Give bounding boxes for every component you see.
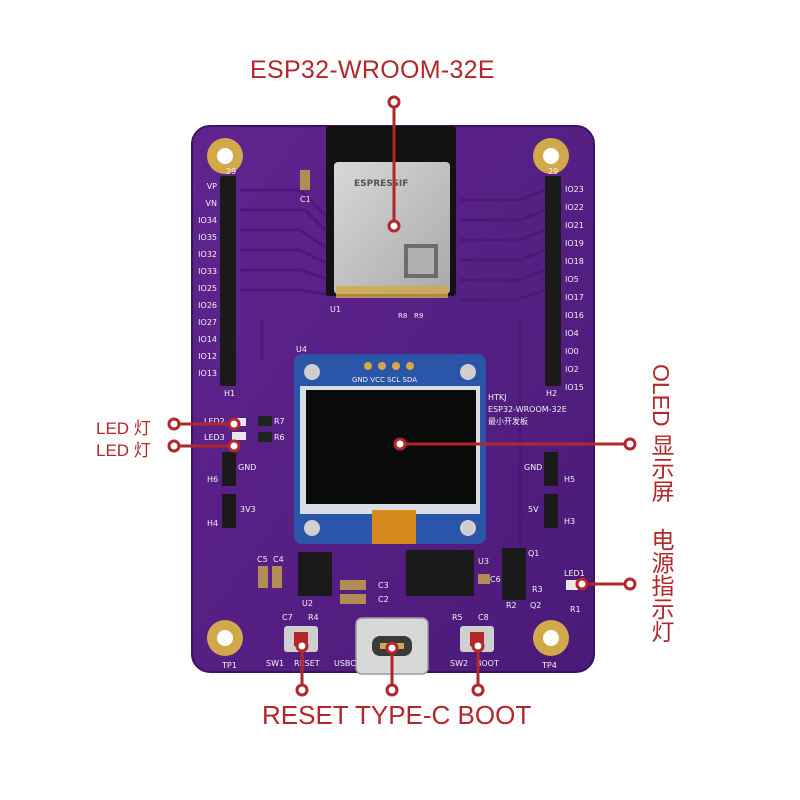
power-indicator-callout-label: 电源指示灯 bbox=[648, 528, 674, 643]
board-title-line: ESP32-WROOM-32E bbox=[488, 405, 567, 414]
led2-label: LED2 bbox=[204, 417, 225, 426]
h3-label: H3 bbox=[564, 517, 575, 526]
right-pin-label: IO0 bbox=[565, 347, 579, 356]
header-top-mark-left: 29 bbox=[226, 167, 236, 176]
h6-gnd-label: GND bbox=[238, 463, 256, 472]
r3-label: R3 bbox=[532, 585, 543, 594]
sw1-label: SW1 bbox=[266, 659, 284, 668]
bottom-row-callout-label: RESET TYPE-C BOOT bbox=[262, 700, 532, 730]
module-brand: ESPRESSIF bbox=[354, 179, 408, 189]
right-pin-label: IO2 bbox=[565, 365, 579, 374]
left-pin-label: IO33 bbox=[198, 267, 217, 276]
boot-label: BOOT bbox=[476, 659, 499, 668]
r5-label: R5 bbox=[452, 613, 463, 622]
board-title-line: 最小开发板 bbox=[488, 416, 528, 426]
c2-label: C2 bbox=[378, 595, 389, 604]
led-callout-label: LED 灯 bbox=[96, 441, 151, 460]
right-pin-label: IO17 bbox=[565, 293, 584, 302]
q2-label: Q2 bbox=[530, 601, 541, 610]
callout-leaders bbox=[174, 102, 630, 690]
led-callout-label: LED 灯 bbox=[96, 419, 151, 438]
left-pin-label: IO25 bbox=[198, 284, 217, 293]
u3-label: U3 bbox=[478, 557, 489, 566]
right-pin-label: IO5 bbox=[565, 275, 579, 284]
callout-dot-icon bbox=[167, 95, 637, 697]
right-pin-label: IO15 bbox=[565, 383, 584, 392]
c1-label: C1 bbox=[300, 195, 311, 204]
left-pin-label: IO26 bbox=[198, 301, 217, 310]
header-top-mark-right: 29 bbox=[548, 167, 558, 176]
c4-label: C4 bbox=[273, 555, 284, 564]
r2-label: R2 bbox=[506, 601, 517, 610]
tp1-label: TP1 bbox=[221, 661, 237, 670]
r6-label: R6 bbox=[274, 433, 285, 442]
oled-display-icon bbox=[294, 354, 486, 544]
left-pin-label: IO14 bbox=[198, 335, 217, 344]
c6-label: C6 bbox=[490, 575, 501, 584]
h5-label: H5 bbox=[564, 475, 575, 484]
left-pin-label: IO27 bbox=[198, 318, 217, 327]
left-pin-label: IO13 bbox=[198, 369, 217, 378]
esp32-module-icon bbox=[326, 126, 456, 298]
r1-label: R1 bbox=[570, 605, 581, 614]
module-callout-label: ESP32-WROOM-32E bbox=[250, 56, 495, 84]
right-pin-label: IO19 bbox=[565, 239, 584, 248]
lower-components bbox=[258, 548, 578, 652]
right-pin-label: IO21 bbox=[565, 221, 584, 230]
c1-component bbox=[300, 170, 310, 190]
pcb-traces bbox=[240, 188, 546, 560]
q1-label: Q1 bbox=[528, 549, 539, 558]
left-pin-label: IO12 bbox=[198, 352, 217, 361]
left-pin-label: IO34 bbox=[198, 216, 217, 225]
board-title-line: HTKJ bbox=[488, 393, 507, 402]
h6-label: H6 bbox=[207, 475, 218, 484]
left-header-id: H1 bbox=[224, 389, 235, 398]
right-pin-label: IO23 bbox=[565, 185, 584, 194]
left-pin-label: IO35 bbox=[198, 233, 217, 242]
pin-header-icon bbox=[220, 176, 561, 386]
h4-3v3-label: 3V3 bbox=[240, 505, 256, 514]
sw2-label: SW2 bbox=[450, 659, 468, 668]
h4-label: H4 bbox=[207, 519, 218, 528]
c7-label: C7 bbox=[282, 613, 293, 622]
tp4-label: TP4 bbox=[541, 661, 557, 670]
right-pin-label: IO16 bbox=[565, 311, 584, 320]
left-pin-label: IO32 bbox=[198, 250, 217, 259]
right-pin-label: IO4 bbox=[565, 329, 579, 338]
r4-label: R4 bbox=[308, 613, 319, 622]
mounting-hole-icon bbox=[207, 138, 569, 656]
left-pin-label: VN bbox=[206, 199, 217, 208]
reset-label: RESET bbox=[294, 659, 320, 668]
u2-label: U2 bbox=[302, 599, 313, 608]
led3-label: LED3 bbox=[204, 433, 225, 442]
right-pin-label: IO22 bbox=[565, 203, 584, 212]
r9-label: R9 bbox=[414, 312, 423, 320]
oled-pin-labels: GND VCC SCL SDA bbox=[352, 376, 417, 384]
pin-header-icon bbox=[222, 452, 558, 528]
module-ref: U1 bbox=[330, 305, 341, 314]
c3-label: C3 bbox=[378, 581, 389, 590]
c8-label: C8 bbox=[478, 613, 489, 622]
led1-label: LED1 bbox=[564, 569, 585, 578]
r7-label: R7 bbox=[274, 417, 285, 426]
left-pin-label: VP bbox=[207, 182, 217, 191]
r8-label: R8 bbox=[398, 312, 407, 320]
usbc1-label: USBC1 bbox=[334, 659, 361, 668]
c5-label: C5 bbox=[257, 555, 268, 564]
oled-callout-label: OLED 显示屏 bbox=[648, 364, 674, 503]
right-pin-label: IO18 bbox=[565, 257, 584, 266]
right-header-id: H2 bbox=[546, 389, 557, 398]
h5-gnd-label: GND bbox=[524, 463, 542, 472]
h3-5v-label: 5V bbox=[528, 505, 539, 514]
oled-ref: U4 bbox=[296, 345, 307, 354]
